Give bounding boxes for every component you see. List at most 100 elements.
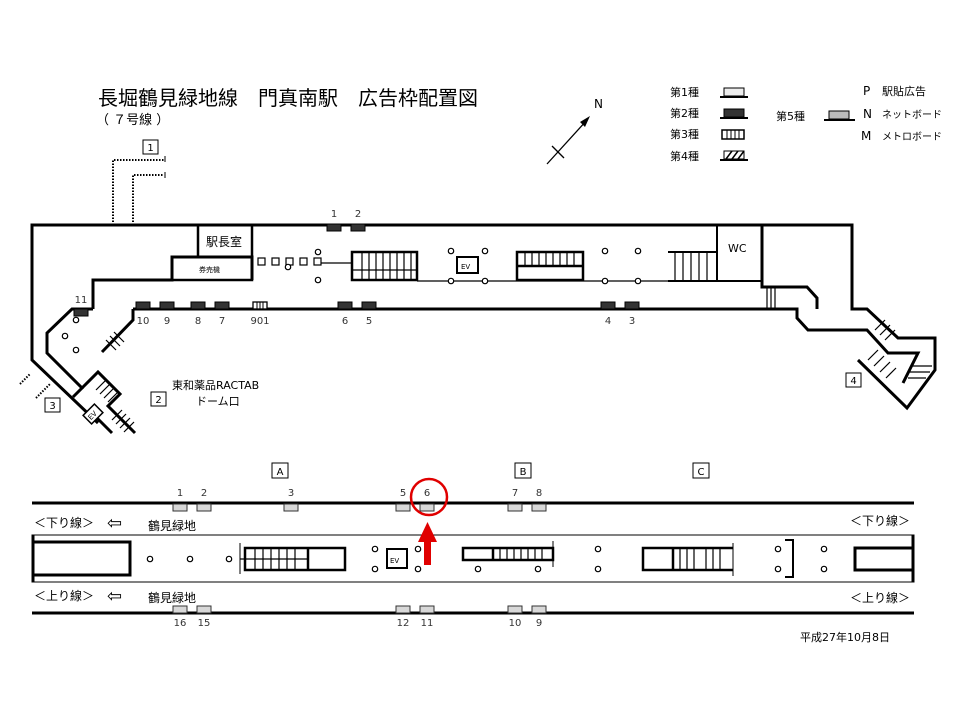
type5-symbol-icon: [824, 110, 855, 121]
page-title: 長堀鶴見緑地線 門真南駅 広告枠配置図: [98, 86, 478, 110]
staircase: [95, 251, 932, 433]
staircase: [239, 543, 347, 574]
concourse-ad: 6: [337, 301, 353, 327]
platform-ad: 9: [531, 605, 547, 629]
ad-number: 9: [536, 618, 542, 629]
room-ticket-machines: 券売機: [199, 265, 220, 274]
staircase: [515, 250, 585, 282]
concourse-ad: 1: [326, 209, 342, 232]
type1-symbol-icon: [720, 87, 748, 98]
legend-code-p: P: [863, 84, 870, 98]
legend-code-m-label: メトロボード: [882, 131, 942, 143]
legend-code-m: M: [861, 129, 871, 143]
legend-type-5: 第5種: [776, 109, 805, 123]
staircase: [461, 541, 555, 567]
svg-text:A: A: [277, 467, 284, 478]
svg-text:2: 2: [155, 395, 161, 406]
elevator-label: EV: [461, 263, 470, 271]
platform-ad: 5: [395, 488, 411, 512]
ad-number: 1: [177, 488, 183, 499]
ad-number: 12: [397, 618, 410, 629]
ad-number: 7: [219, 316, 225, 327]
concourse-ad: 7: [214, 301, 230, 327]
ad-number: 5: [400, 488, 406, 499]
type2-symbol-icon: [720, 108, 748, 119]
staircase: [641, 543, 734, 576]
ad-number: 10: [509, 618, 522, 629]
ticket-gates: [257, 257, 322, 266]
down-line-label-right: ＜下り線＞: [850, 513, 910, 528]
staircase: [350, 250, 419, 282]
ad-number: 2: [201, 488, 207, 499]
ad-number: 3: [629, 316, 635, 327]
exit-2-subname: ドーム口: [196, 395, 240, 408]
ad-number: 7: [512, 488, 518, 499]
ad-number: 6: [424, 488, 430, 499]
concourse-ad: 3: [624, 301, 640, 327]
concourse-ad: 10: [135, 301, 151, 327]
date-label: 平成27年10月8日: [800, 630, 890, 644]
legend: 第1種 第2種 第3種 第4種 第5種 P 駅貼広告 N ネットボード M メト…: [670, 84, 942, 163]
platform-ad: 6: [419, 488, 435, 512]
ad-number: 10: [137, 316, 150, 327]
platform-ad: 10: [507, 605, 523, 629]
concourse-ad: 8: [190, 301, 206, 327]
down-line-label-left: ＜下り線＞: [34, 515, 94, 530]
platform-ad: 7: [507, 488, 523, 512]
ad-number: 901: [250, 316, 269, 327]
ad-number: 2: [355, 209, 361, 220]
highlight-marker: [409, 477, 449, 565]
up-line-label-right: ＜上り線＞: [850, 590, 910, 605]
exit-3: 3: [44, 397, 61, 413]
elevator-label: EV: [390, 557, 399, 565]
ad-number: 1: [331, 209, 337, 220]
legend-code-n: N: [863, 107, 872, 121]
columns: [61, 247, 642, 354]
svg-text:1: 1: [147, 143, 153, 154]
legend-type-4: 第4種: [670, 149, 699, 163]
up-direction-label: 鶴見緑地: [148, 590, 196, 605]
ad-number: 11: [75, 295, 88, 306]
svg-text:B: B: [520, 467, 527, 478]
concourse-ad: 4: [600, 301, 616, 327]
section-c: C: [692, 462, 710, 479]
section-b: B: [514, 462, 532, 479]
platform-ad: 1: [172, 488, 188, 512]
exit-1: 1: [142, 139, 159, 155]
legend-type-1: 第1種: [670, 85, 699, 99]
elevator: EV: [386, 548, 408, 569]
exit-2-name: 東和薬品RACTAB: [172, 379, 259, 392]
room-wc: WC: [728, 242, 747, 255]
concourse-ad: 901: [250, 301, 270, 327]
platform-ad: 3: [283, 488, 299, 512]
concourse-ad: 5: [361, 301, 377, 327]
compass-label: N: [594, 97, 603, 111]
columns: [146, 545, 828, 573]
left-arrow-icon: ⇦: [107, 586, 122, 607]
legend-type-3: 第3種: [670, 127, 699, 141]
legend-code-n-label: ネットボード: [882, 109, 942, 121]
concourse-ad: 11: [73, 295, 89, 317]
platform-ad: 16: [172, 605, 188, 629]
ad-number: 4: [605, 316, 611, 327]
exit-4: 4: [845, 372, 862, 388]
north-arrow-icon: N: [546, 97, 603, 165]
svg-text:4: 4: [850, 376, 856, 387]
type3-symbol-icon: [721, 129, 745, 140]
section-a: A: [271, 462, 289, 479]
legend-code-p-label: 駅貼広告: [882, 84, 926, 98]
ad-number: 16: [174, 618, 187, 629]
platform-ad: 8: [531, 488, 547, 512]
up-line-label-left: ＜上り線＞: [34, 588, 94, 603]
concourse-ad: 2: [350, 209, 366, 232]
platform-ad: 2: [196, 488, 212, 512]
elevator: EV: [82, 403, 104, 425]
platform-ad: 15: [196, 605, 212, 629]
svg-text:3: 3: [49, 401, 55, 412]
left-arrow-icon: ⇦: [107, 513, 122, 534]
platform-ad: 11: [419, 605, 435, 629]
room-station-master: 駅長室: [206, 234, 242, 249]
ad-number: 9: [164, 316, 170, 327]
ad-number: 6: [342, 316, 348, 327]
platform-plan: EV ＜下り線＞ ⇦ 鶴見緑地 ＜下り線＞ ＜上り線＞ ⇦ 鶴見緑地 ＜上り線＞…: [31, 462, 915, 629]
